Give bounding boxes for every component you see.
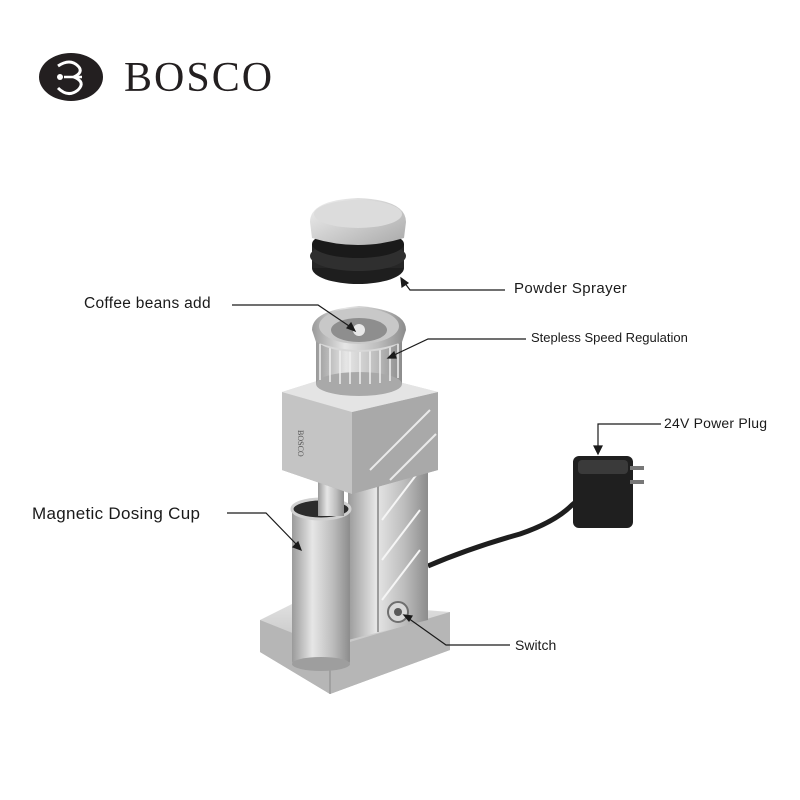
brand-name: BOSCO xyxy=(124,55,275,101)
power-plug xyxy=(573,456,644,528)
svg-text:BOSCO: BOSCO xyxy=(296,430,305,457)
label-switch: Switch xyxy=(515,637,557,653)
label-power-plug: 24V Power Plug xyxy=(664,415,768,431)
label-powder-sprayer: Powder Sprayer xyxy=(514,280,628,297)
power-cord xyxy=(427,483,591,569)
label-magnetic-dosing-cup: Magnetic Dosing Cup xyxy=(32,504,201,523)
label-stepless-speed-regulation: Stepless Speed Regulation xyxy=(531,330,688,345)
bosco-emblem-icon xyxy=(39,53,103,101)
leader-lines xyxy=(227,276,661,646)
bean-hopper xyxy=(312,306,406,350)
dosing-cup xyxy=(290,497,352,671)
label-coffee-beans-add: Coffee beans add xyxy=(84,295,211,312)
switch-knob xyxy=(387,601,409,623)
powder-sprayer xyxy=(310,198,406,284)
